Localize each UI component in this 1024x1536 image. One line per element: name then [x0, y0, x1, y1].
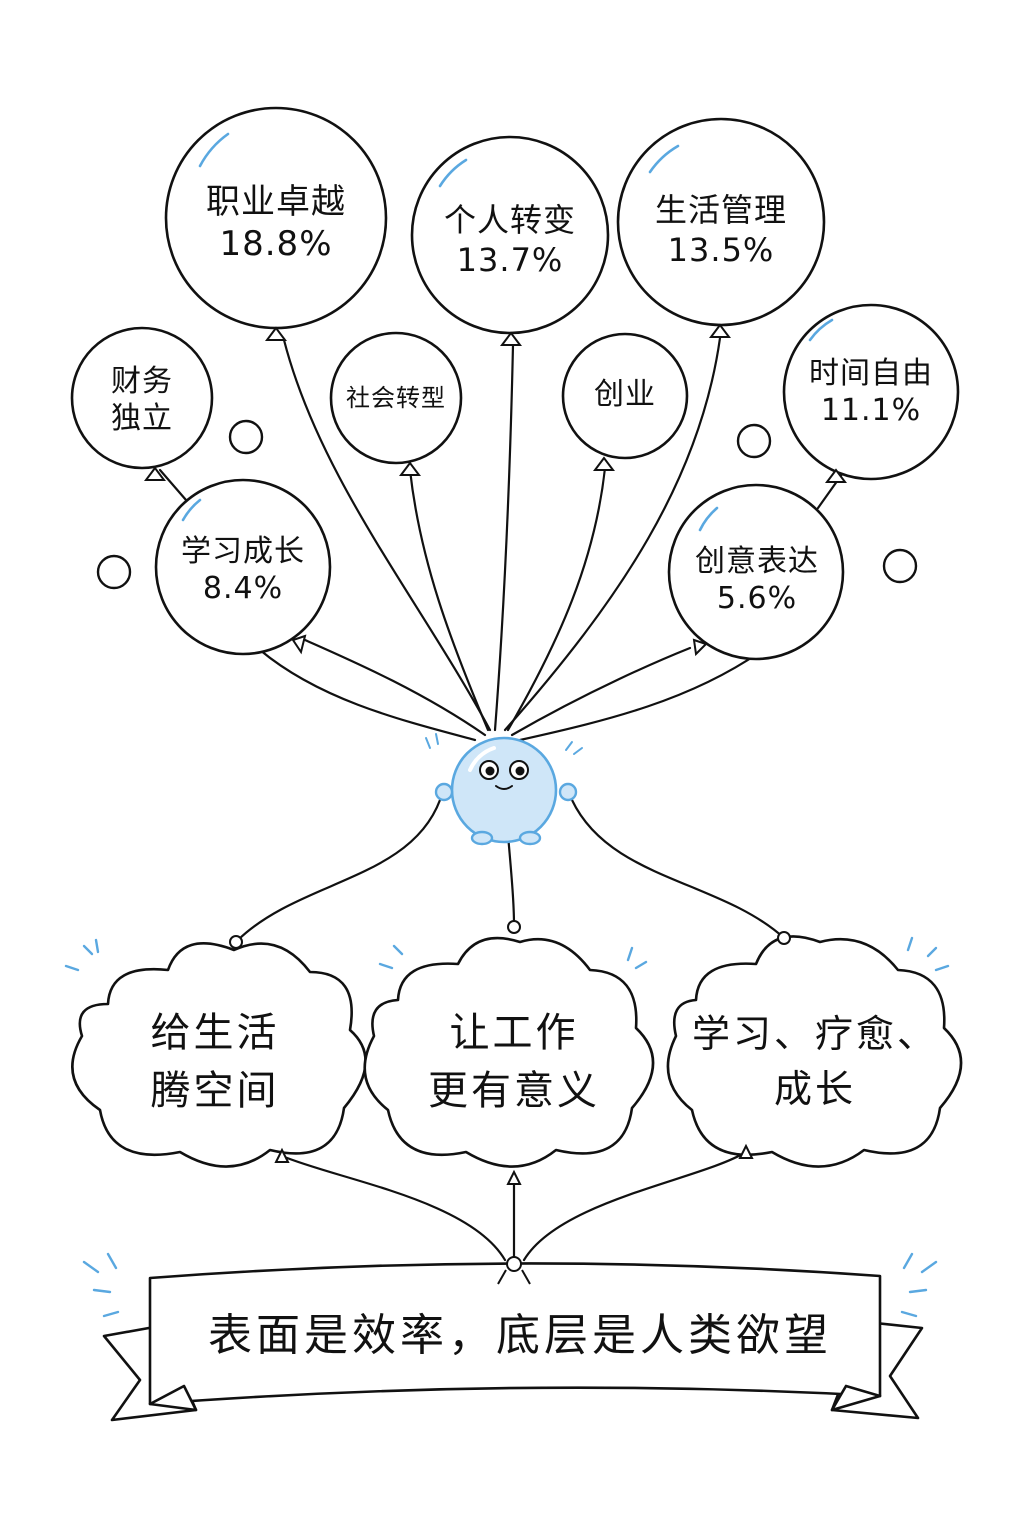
- knot-cloud-left-bottom: [274, 1147, 290, 1163]
- knot-cloud-middle: [507, 920, 521, 934]
- cloud-left-line2: 腾空间: [150, 1068, 280, 1114]
- knot-finance: [144, 466, 166, 481]
- cloud-left-text: 给生活 腾空间: [110, 1000, 320, 1124]
- sparkle-cloud-middle: [378, 944, 648, 970]
- balloon-finance-label-line2: 独立: [111, 401, 173, 436]
- cloud-middle-line1: 让工作: [449, 1010, 579, 1056]
- balloon-personal-label: 个人转变: [443, 201, 576, 239]
- shine-career: [198, 132, 230, 168]
- shine-creative: [698, 506, 719, 532]
- banner-fold-left: [148, 1384, 198, 1412]
- string-personal: [493, 343, 515, 732]
- balloon-time-label: 时间自由: [809, 355, 933, 391]
- sparkle-banner-right: [900, 1252, 938, 1318]
- balloon-time: [782, 303, 960, 481]
- balloon-learning-label: 学习成长: [181, 533, 305, 569]
- balloon-social-label: 社会转型: [346, 384, 446, 412]
- sparkle-cloud-left: [64, 938, 100, 972]
- balloon-startup-label: 创业: [594, 377, 656, 413]
- bubble-decor: [228, 419, 264, 455]
- string-creative: [510, 646, 692, 737]
- sparkle-banner-left: [82, 1252, 120, 1318]
- knot-creative: [692, 638, 708, 657]
- knot-time: [825, 468, 847, 483]
- balloon-career-text: 职业卓越 18.8%: [186, 168, 366, 278]
- string-learning-2: [258, 648, 477, 742]
- cloud-middle-line2: 更有意义: [428, 1068, 600, 1114]
- banner-fold-right: [830, 1384, 882, 1412]
- balloon-social: [329, 331, 463, 465]
- balloon-finance: [70, 326, 214, 470]
- balloon-creative: [667, 483, 845, 661]
- string-life: [503, 336, 722, 732]
- balloon-learning: [154, 478, 332, 656]
- balloon-personal-text: 个人转变 13.7%: [430, 185, 590, 295]
- banner-knot: [506, 1256, 522, 1272]
- string-banner-left: [280, 1154, 507, 1262]
- cloud-middle-text: 让工作 更有意义: [406, 1000, 622, 1124]
- balloon-creative-percent: 5.6%: [716, 581, 798, 616]
- string-creative-2: [518, 650, 762, 742]
- knot-social: [399, 461, 421, 476]
- knot-career: [265, 326, 287, 341]
- shine-time: [808, 318, 834, 342]
- string-cloud-middle: [506, 833, 516, 927]
- balloon-social-text: 社会转型: [336, 376, 456, 420]
- balloon-startup: [561, 332, 689, 460]
- cloud-right: [666, 935, 963, 1168]
- string-learning: [303, 638, 487, 737]
- sparkle-cloud-right: [906, 936, 950, 972]
- string-banner-right: [522, 1150, 748, 1262]
- balloon-time-percent: 11.1%: [820, 393, 922, 428]
- string-cloud-left: [236, 798, 442, 942]
- balloon-learning-text: 学习成长 8.4%: [168, 528, 318, 612]
- balloon-learning-percent: 8.4%: [202, 571, 284, 606]
- balloon-creative-text: 创意表达 5.6%: [682, 538, 832, 622]
- string-social: [408, 468, 490, 732]
- knot-cloud-right-bottom: [738, 1143, 754, 1159]
- balloon-time-text: 时间自由 11.1%: [796, 350, 946, 434]
- cloud-right-text: 学习、疗愈、 成长: [690, 1000, 940, 1124]
- cloud-right-line1: 学习、疗愈、: [691, 1011, 938, 1056]
- cloud-left: [71, 942, 367, 1168]
- shine-learning: [181, 498, 202, 522]
- cloud-left-line1: 给生活: [150, 1010, 280, 1056]
- knot-personal: [500, 331, 522, 346]
- string-startup: [506, 466, 607, 732]
- knot-cloud-middle-bottom: [506, 1169, 522, 1185]
- balloon-career-label: 职业卓越: [206, 181, 346, 222]
- bubble-decor: [96, 554, 132, 590]
- knot-cloud-left: [229, 935, 243, 949]
- cloud-middle: [363, 936, 655, 1168]
- knot-learning: [291, 634, 307, 655]
- knot-cloud-right: [777, 931, 791, 945]
- balloon-personal-percent: 13.7%: [456, 241, 564, 279]
- balloon-finance-text: 财务 独立: [92, 358, 192, 442]
- cloud-right-line2: 成长: [773, 1067, 856, 1111]
- balloon-life-text: 生活管理 13.5%: [640, 180, 802, 280]
- string-career: [282, 338, 492, 732]
- balloon-career-percent: 18.8%: [219, 224, 333, 264]
- balloon-life-percent: 13.5%: [667, 231, 775, 269]
- shine-personal: [438, 158, 468, 188]
- bubble-decor: [882, 548, 918, 584]
- balloon-startup-text: 创业: [575, 372, 675, 418]
- banner-knot-tails: [497, 1269, 531, 1285]
- balloon-creative-label: 创意表达: [695, 543, 819, 579]
- string-cloud-right: [570, 798, 786, 940]
- balloon-life-label: 生活管理: [654, 191, 787, 229]
- bubble-decor: [736, 423, 772, 459]
- string-finance: [158, 468, 188, 502]
- balloon-finance-label-line1: 财务: [111, 363, 173, 399]
- knot-life: [709, 323, 731, 338]
- mascot: [425, 733, 583, 846]
- knot-startup: [593, 456, 615, 471]
- banner-text: 表面是效率，底层是人类欲望: [208, 1310, 832, 1361]
- shine-life: [648, 144, 680, 174]
